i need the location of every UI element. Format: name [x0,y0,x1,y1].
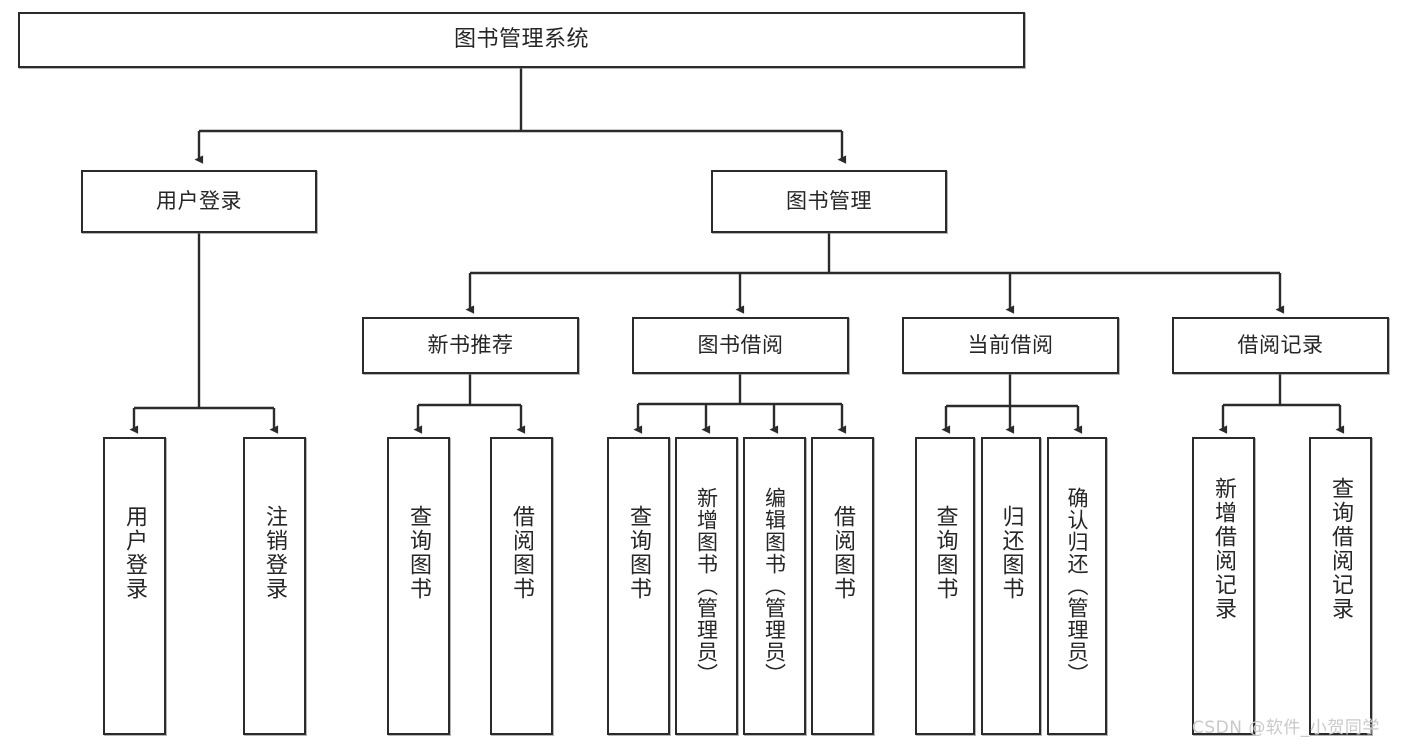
node-label: 当前借阅 [967,333,1054,358]
node-label: 借阅图书 [509,505,535,601]
leaf-add-borrow-record[interactable]: 新增借阅记录 [1192,437,1255,735]
node-label: 查询图书 [406,505,432,601]
leaf-logout-login[interactable]: 注销登录 [243,437,306,735]
node-new-book-recommend[interactable]: 新书推荐 [362,317,579,374]
leaf-borrow-book-recommend[interactable]: 借阅图书 [490,437,553,735]
node-label: 查询图书 [626,505,652,601]
leaf-borrow-book-borrow[interactable]: 借阅图书 [811,437,874,735]
node-book-manage[interactable]: 图书管理 [711,170,947,233]
leaf-query-borrow-record[interactable]: 查询借阅记录 [1309,437,1372,735]
node-label: 图书管理系统 [453,27,589,53]
node-label: 归还图书 [998,505,1024,601]
node-label: 注销登录 [262,505,288,601]
leaf-confirm-return-admin[interactable]: 确认归还（管理员） [1047,437,1107,735]
node-label: 新增图书（管理员） [694,487,719,685]
node-label: 借阅记录 [1237,333,1324,358]
leaf-query-book-borrow[interactable]: 查询图书 [607,437,670,735]
leaf-user-login[interactable]: 用户登录 [103,437,166,735]
node-label: 用户登录 [156,189,242,214]
node-label: 图书借阅 [697,333,784,358]
node-label: 新书推荐 [427,333,514,358]
node-book-borrow[interactable]: 图书借阅 [632,317,849,374]
leaf-edit-book-admin[interactable]: 编辑图书（管理员） [743,437,806,735]
leaf-add-book-admin[interactable]: 新增图书（管理员） [675,437,738,735]
node-current-borrow[interactable]: 当前借阅 [902,317,1119,374]
node-label: 编辑图书（管理员） [762,487,787,685]
node-root-system[interactable]: 图书管理系统 [18,12,1025,68]
node-label: 查询图书 [932,505,958,601]
node-label: 确认归还（管理员） [1065,487,1090,685]
leaf-query-book-current[interactable]: 查询图书 [915,437,975,735]
node-label: 借阅图书 [830,505,856,601]
node-label: 图书管理 [786,189,872,214]
csdn-watermark: CSDN @软件_小贺同学 [1192,718,1380,738]
node-label: 新增借阅记录 [1211,477,1237,621]
node-borrow-record[interactable]: 借阅记录 [1172,317,1389,374]
node-user-login[interactable]: 用户登录 [81,170,317,233]
leaf-return-book[interactable]: 归还图书 [981,437,1041,735]
node-label: 查询借阅记录 [1328,477,1354,621]
node-label: 用户登录 [122,505,148,601]
leaf-query-book-recommend[interactable]: 查询图书 [387,437,450,735]
